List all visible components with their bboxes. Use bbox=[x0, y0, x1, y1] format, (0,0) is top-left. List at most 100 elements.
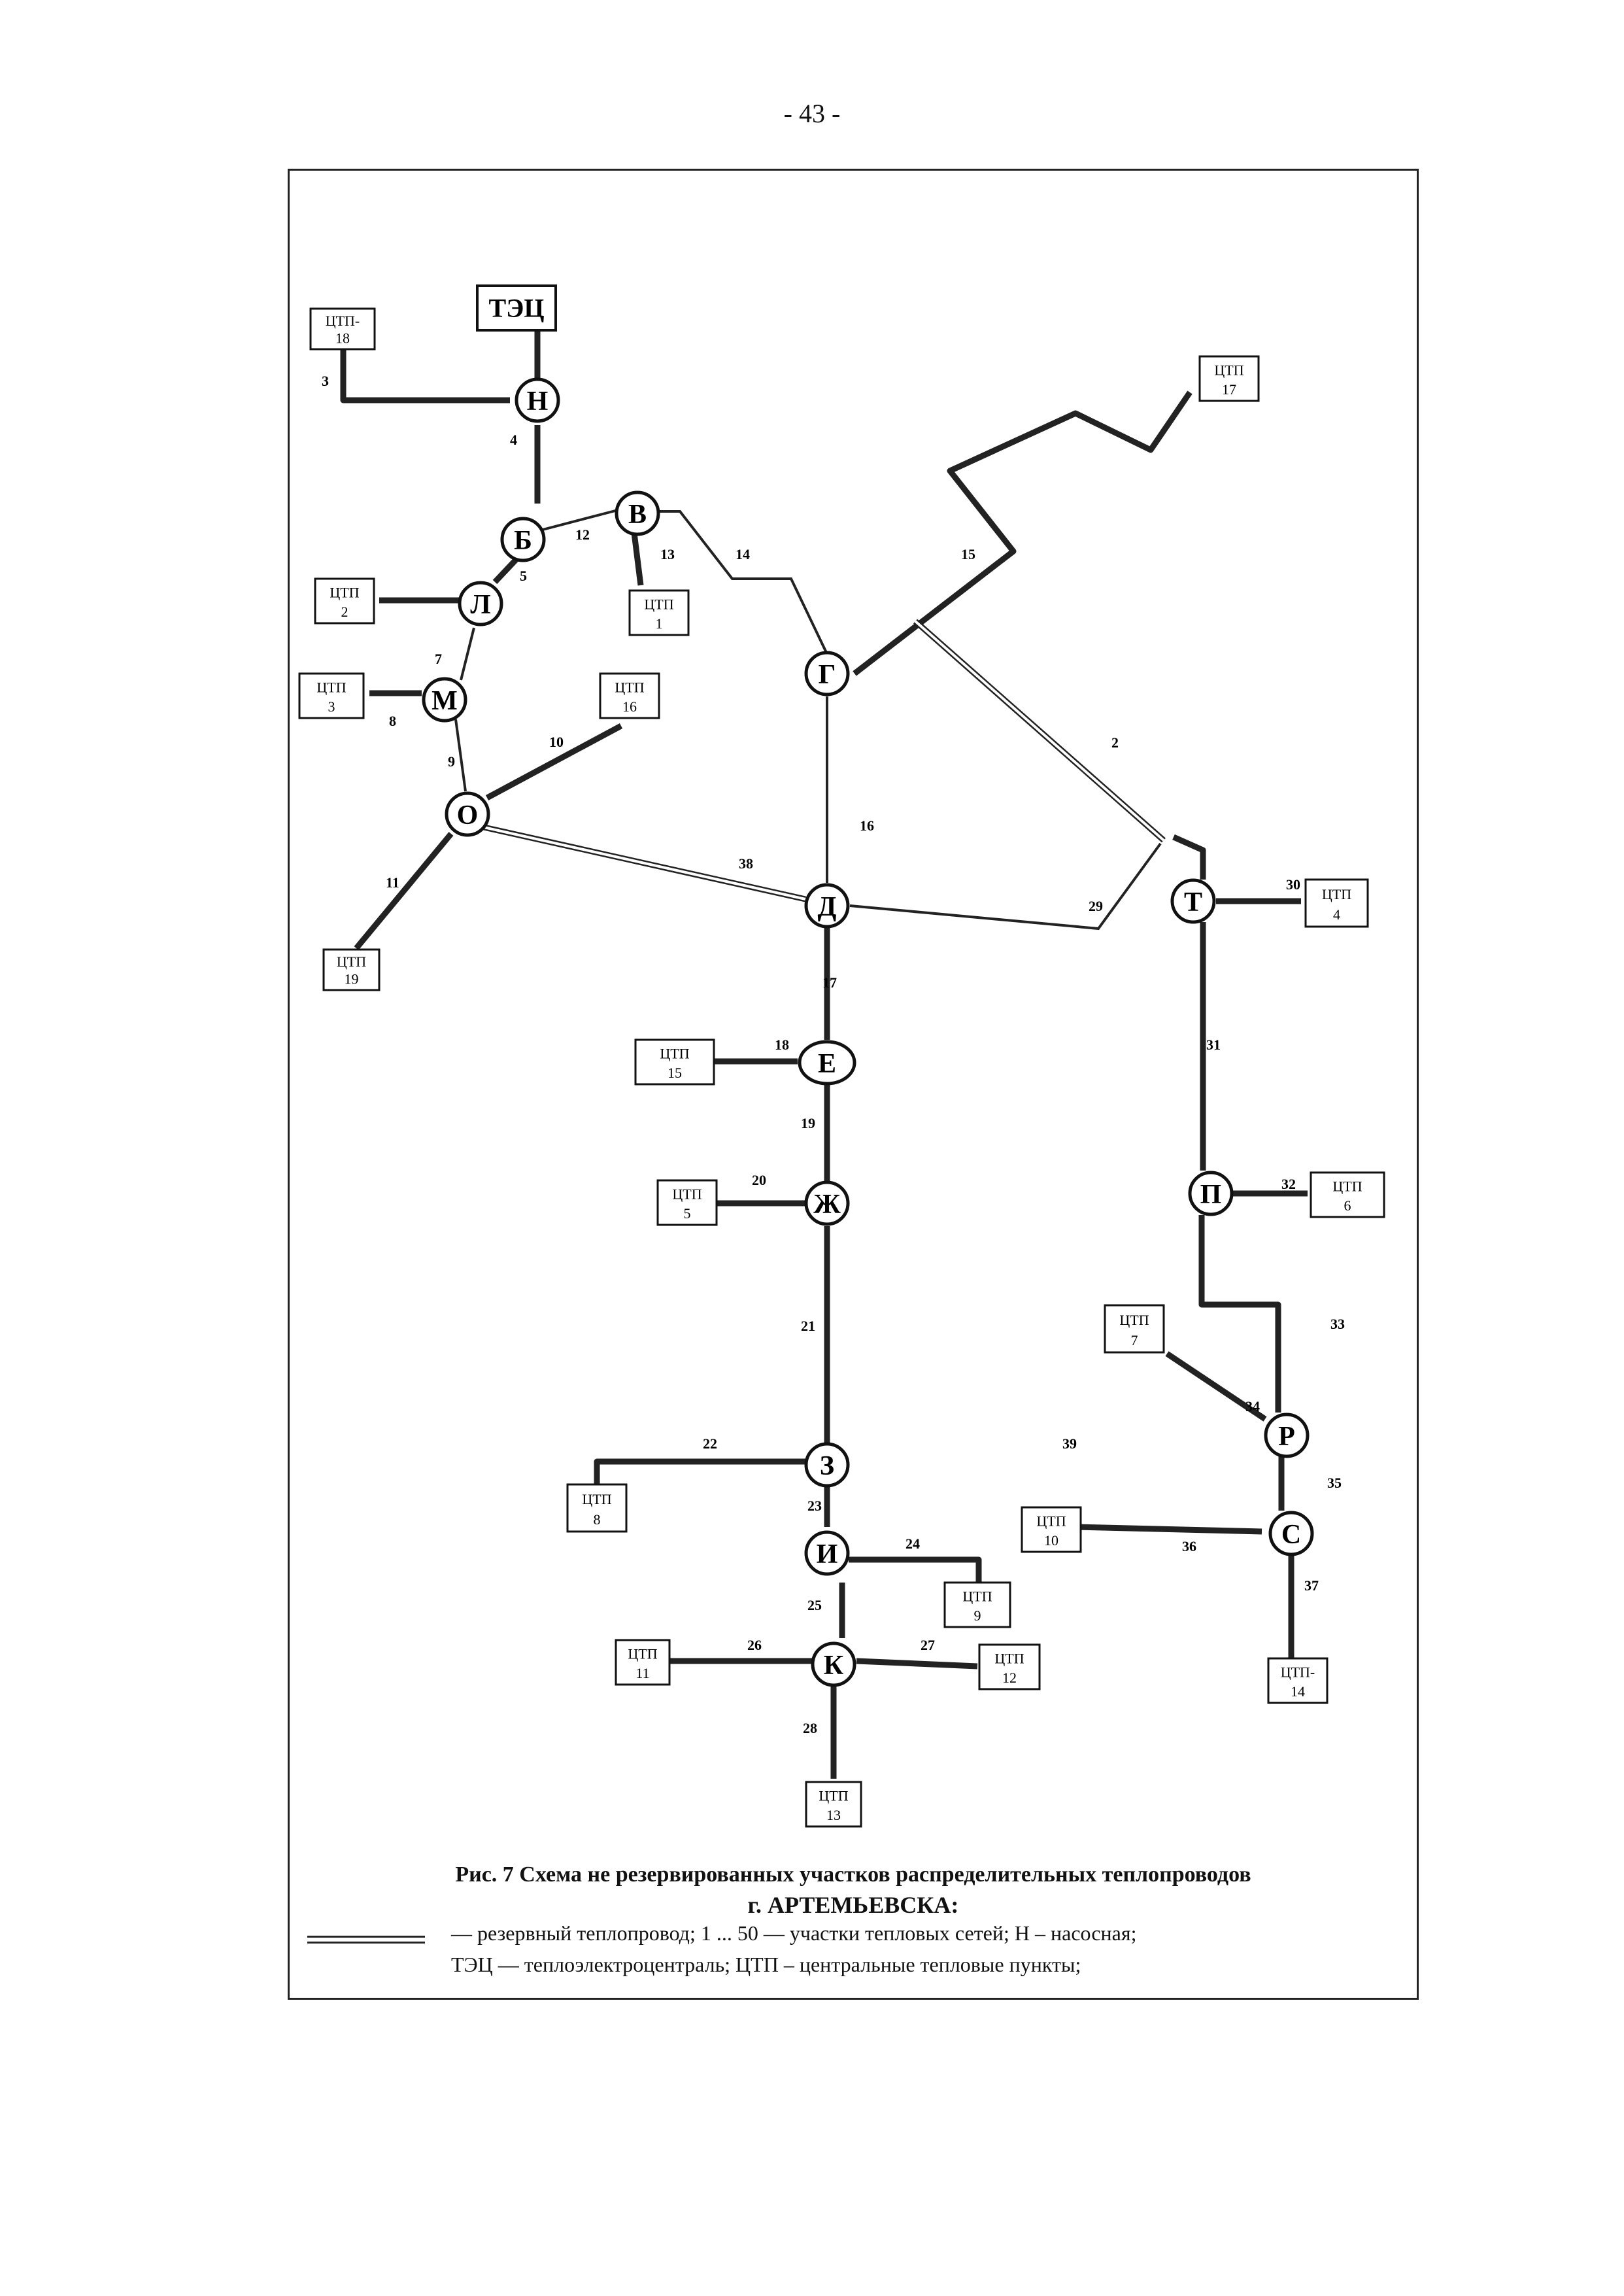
node-label: П bbox=[1200, 1180, 1222, 1210]
segment-label: 14 bbox=[736, 546, 750, 562]
segment-label: 26 bbox=[747, 1637, 762, 1653]
thin-pipes bbox=[454, 509, 1162, 931]
pipe-13 bbox=[631, 532, 644, 586]
node-label: М bbox=[431, 686, 458, 716]
segment-label: 10 bbox=[549, 734, 564, 750]
segment-label: 31 bbox=[1206, 1037, 1221, 1053]
node-label: К bbox=[824, 1651, 844, 1681]
node-r: Р bbox=[1264, 1413, 1310, 1458]
segment-label: 38 bbox=[739, 855, 753, 872]
substation-line1: ЦТП bbox=[644, 596, 673, 613]
segment-label: 25 bbox=[807, 1597, 822, 1613]
pipe-t-upper bbox=[1172, 834, 1206, 880]
pipe-33 bbox=[1198, 1215, 1281, 1413]
substation-line1: ЦТП bbox=[337, 953, 366, 970]
node-v: В bbox=[615, 490, 660, 536]
substation-line2: 19 bbox=[345, 971, 359, 987]
pipe-27 bbox=[856, 1658, 978, 1670]
substation-ctp14: ЦТП-14 bbox=[1267, 1657, 1328, 1704]
substation-line1: ЦТП bbox=[962, 1588, 992, 1605]
segment-label: 39 bbox=[1062, 1435, 1077, 1452]
substation-ctp9: ЦТП 9 bbox=[943, 1581, 1011, 1628]
segment-label: 12 bbox=[575, 526, 590, 543]
substation-line1: ЦТП bbox=[1119, 1312, 1149, 1328]
node-label: О bbox=[457, 800, 479, 831]
substation-line2: 2 bbox=[341, 604, 348, 620]
node-k: К bbox=[811, 1641, 856, 1687]
segment-label: 16 bbox=[860, 817, 874, 834]
tec-label: ТЭЦ bbox=[489, 294, 545, 323]
substation-line2: 12 bbox=[1002, 1670, 1017, 1686]
node-label: Г bbox=[819, 660, 836, 690]
segment-label: 34 bbox=[1245, 1398, 1260, 1414]
node-b: Б bbox=[500, 517, 546, 562]
substation-line2: 17 bbox=[1222, 381, 1236, 398]
segment-label: 36 bbox=[1182, 1538, 1196, 1554]
node-e: Е bbox=[798, 1040, 856, 1086]
segment-label: 35 bbox=[1327, 1475, 1342, 1491]
reserve-pipes bbox=[483, 619, 1166, 902]
substation-line2: 15 bbox=[668, 1065, 682, 1081]
segment-label: 29 bbox=[1089, 898, 1103, 914]
segment-label: 32 bbox=[1281, 1176, 1296, 1192]
node-label: Д bbox=[818, 892, 837, 922]
substation-line2: 13 bbox=[826, 1807, 841, 1823]
substation-line2: 7 bbox=[1131, 1332, 1138, 1348]
substation-ctp18: ЦТП-18 bbox=[309, 307, 376, 351]
substation-line1: ЦТП bbox=[582, 1491, 611, 1507]
substation-ctp6: ЦТП 6 bbox=[1310, 1171, 1385, 1218]
substation-line2: 5 bbox=[684, 1205, 691, 1222]
segment-label: 13 bbox=[660, 546, 675, 562]
segment-label: 18 bbox=[775, 1037, 789, 1053]
node-label: Ж bbox=[813, 1190, 841, 1220]
substation-line2: 3 bbox=[328, 698, 335, 715]
node-m: М bbox=[422, 677, 467, 723]
substation-line2: 6 bbox=[1344, 1197, 1351, 1214]
segment-label: 9 bbox=[448, 753, 455, 770]
pipe-5 bbox=[492, 557, 519, 585]
substation-line1: ЦТП bbox=[1332, 1178, 1362, 1195]
pipe-34 bbox=[1165, 1351, 1267, 1422]
node-label: Е bbox=[818, 1049, 836, 1079]
substation-line2: 16 bbox=[622, 698, 637, 715]
segment-label: 33 bbox=[1330, 1316, 1345, 1332]
segment-label: 22 bbox=[703, 1435, 717, 1452]
substation-line1: ЦТП bbox=[672, 1186, 702, 1203]
segment-label: 23 bbox=[807, 1498, 822, 1514]
node-i: И bbox=[804, 1530, 850, 1576]
node-o: О bbox=[445, 791, 490, 837]
segment-label: 5 bbox=[520, 568, 527, 584]
segment-label: 4 bbox=[510, 432, 517, 448]
pipe-29 bbox=[849, 842, 1162, 931]
pipe-9 bbox=[454, 719, 467, 792]
node-zh: Ж bbox=[804, 1180, 850, 1226]
pipe-24 bbox=[849, 1556, 982, 1583]
substation-line1: ЦТП bbox=[1214, 362, 1243, 379]
substation-line1: ЦТП- bbox=[1281, 1664, 1315, 1681]
pipe-14 bbox=[651, 510, 828, 655]
node-label: В bbox=[628, 500, 647, 530]
substation-ctp17: ЦТП 17 bbox=[1198, 355, 1260, 402]
segment-label: 37 bbox=[1304, 1577, 1319, 1594]
node-z: З bbox=[804, 1442, 850, 1488]
substation-line2: 9 bbox=[974, 1607, 981, 1624]
substation-line2: 10 bbox=[1044, 1532, 1058, 1549]
substation-line2: 18 bbox=[335, 330, 350, 347]
legend-reserve-line bbox=[307, 1936, 425, 1944]
node-label: З bbox=[820, 1451, 834, 1481]
segment-label: 30 bbox=[1286, 876, 1300, 893]
pipes bbox=[340, 330, 1308, 1779]
segment-label: 8 bbox=[389, 713, 396, 729]
